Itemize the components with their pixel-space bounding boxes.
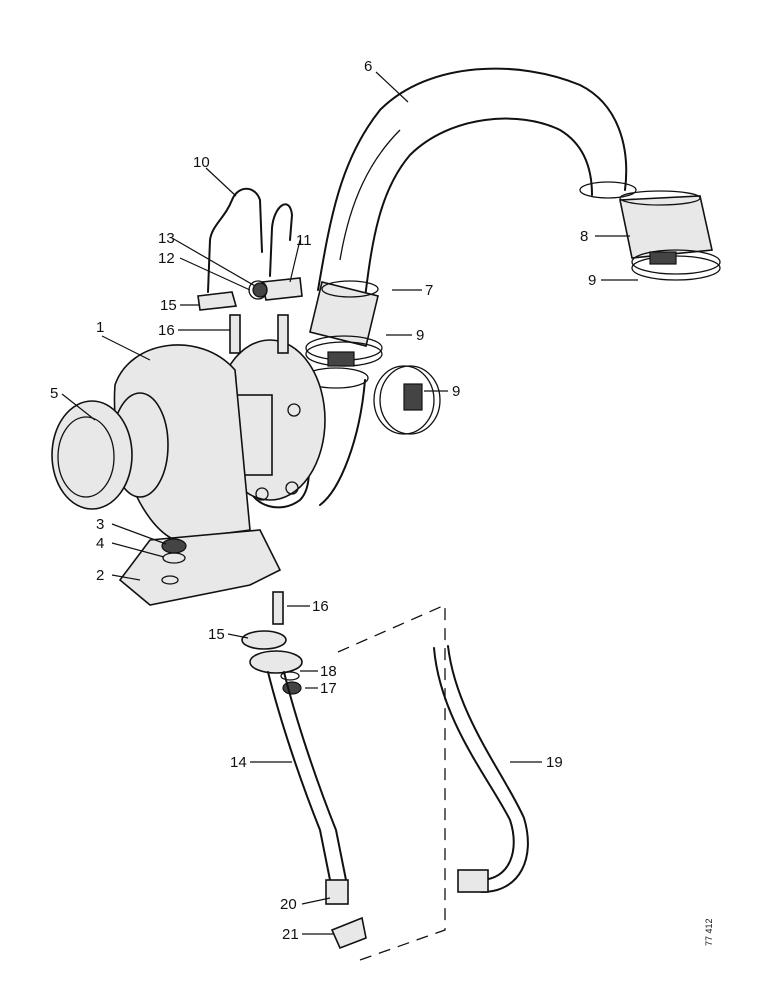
leader-lines <box>61 71 638 935</box>
callout-19: 19 <box>546 754 563 771</box>
turbine-outlet <box>51 392 169 510</box>
flange-washer <box>162 552 186 564</box>
callout-1: 1 <box>96 319 104 336</box>
pipe-bracket <box>261 277 303 301</box>
callout-11: 11 <box>296 232 312 249</box>
drawing-reference-number: 77 412 <box>704 918 714 946</box>
hose-clip-loose <box>373 365 441 435</box>
callout-9-middle: 9 <box>416 327 424 344</box>
oil-drain-pipe <box>267 671 347 881</box>
callouts: 1 2 3 4 5 6 7 8 9 9 9 10 11 12 13 14 15 … <box>50 58 596 943</box>
callout-5: 5 <box>50 385 58 402</box>
hose-connector-sleeve <box>309 280 379 347</box>
stud-lower <box>272 591 284 625</box>
alternative-drain-pipe <box>433 645 529 893</box>
gasket-lower <box>241 630 287 650</box>
stud-upper-right <box>277 314 289 354</box>
callout-21: 21 <box>282 926 299 943</box>
turbocharger <box>51 339 369 606</box>
hose-sleeve <box>619 190 713 259</box>
callout-4: 4 <box>96 535 104 552</box>
intake-hose <box>317 67 637 299</box>
callout-8: 8 <box>580 228 588 245</box>
callout-15-lower: 15 <box>208 626 225 643</box>
callout-12: 12 <box>158 250 175 267</box>
callout-20: 20 <box>280 896 297 913</box>
oil-feed-pipe <box>207 187 293 293</box>
drain-elbow <box>330 916 367 950</box>
callout-15-upper: 15 <box>160 297 177 314</box>
callout-2: 2 <box>96 567 104 584</box>
callout-3: 3 <box>96 516 104 533</box>
hose-clip-upper <box>631 249 721 281</box>
callout-7: 7 <box>425 282 433 299</box>
gasket-upper <box>197 291 238 311</box>
callout-14: 14 <box>230 754 247 771</box>
callout-10: 10 <box>193 154 210 171</box>
callout-17: 17 <box>320 680 337 697</box>
callout-9-upper: 9 <box>588 272 596 289</box>
callout-16-lower: 16 <box>312 598 329 615</box>
callout-16-upper: 16 <box>158 322 175 339</box>
callout-13: 13 <box>158 230 175 247</box>
callout-18: 18 <box>320 663 337 680</box>
drain-pipe-flange <box>249 650 303 674</box>
lower-nut <box>282 681 302 695</box>
callout-9-loose: 9 <box>452 383 460 400</box>
callout-6: 6 <box>364 58 372 75</box>
hose-clip-middle <box>305 335 383 367</box>
flange-nut <box>161 538 187 554</box>
drain-adaptor <box>325 879 349 905</box>
spring-washer <box>280 671 300 681</box>
alternative-drain-pipe-box <box>337 604 446 961</box>
stud-upper-left <box>229 314 241 354</box>
